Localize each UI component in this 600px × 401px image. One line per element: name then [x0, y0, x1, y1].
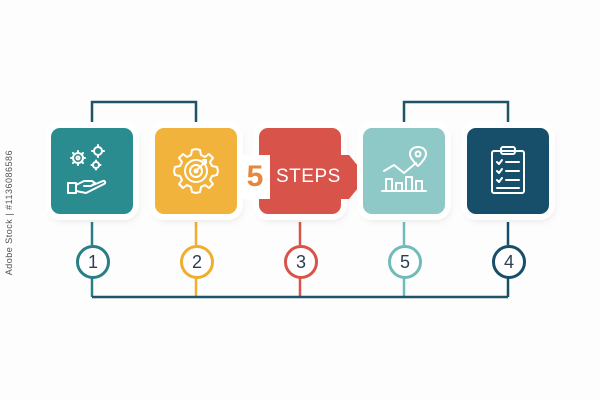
step-number-2: 2 — [180, 245, 214, 279]
top-bracket-left — [90, 100, 198, 126]
clipboard-checklist-icon — [491, 146, 525, 194]
steps-label: STEPS — [270, 155, 349, 199]
steps-title-banner: 5 STEPS — [240, 155, 367, 199]
step-number-1: 1 — [76, 245, 110, 279]
step-number-5: 5 — [388, 245, 422, 279]
step-card-2 — [155, 128, 237, 214]
gear-target-icon — [173, 148, 219, 194]
steps-count: 5 — [240, 155, 270, 199]
chart-location-icon — [381, 146, 427, 192]
hand-gears-icon — [67, 144, 107, 194]
banner-arrow-icon — [348, 155, 367, 199]
step-number-4: 4 — [492, 245, 526, 279]
stock-watermark: Adobe Stock | #1136086586 — [4, 150, 14, 276]
top-bracket-right — [402, 100, 510, 126]
step-number-3: 3 — [284, 245, 318, 279]
step-card-1 — [51, 128, 133, 214]
step-card-5 — [363, 128, 445, 214]
step-card-4 — [467, 128, 549, 214]
